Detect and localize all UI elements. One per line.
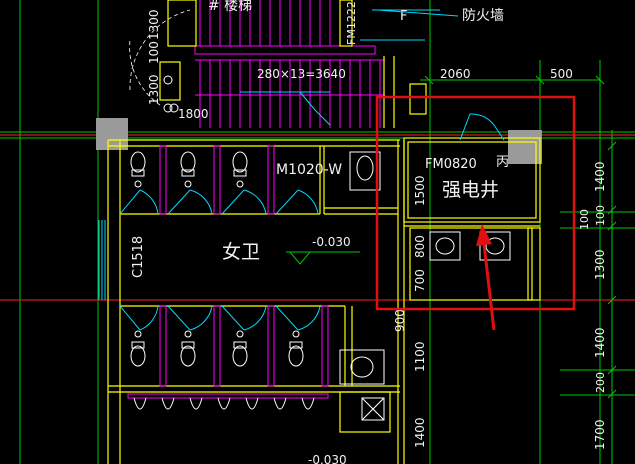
electric-shaft-walls bbox=[403, 137, 541, 301]
elevation-label-1: -0.030 bbox=[312, 235, 351, 249]
dim-ticks-top bbox=[424, 75, 605, 85]
stair-treads bbox=[194, 45, 385, 128]
dim-right-200: 200 bbox=[594, 372, 607, 393]
door-swings-top bbox=[119, 189, 319, 215]
dim-mid-800: 800 bbox=[413, 235, 427, 258]
dim-mid-900: 900 bbox=[393, 309, 407, 332]
elevation-label-2: -0.030 bbox=[308, 453, 347, 464]
toilet-top-3 bbox=[232, 151, 248, 188]
toilet-bottom-4 bbox=[288, 330, 304, 367]
door-label-m1020: M1020-W bbox=[276, 162, 342, 178]
shaft-door-swing bbox=[459, 113, 505, 141]
window-label: C1518 bbox=[131, 236, 146, 278]
dim-ticks-right bbox=[607, 141, 617, 399]
door-swings-bottom bbox=[119, 305, 321, 331]
dim-right-1400a: 1400 bbox=[593, 161, 607, 192]
dim-mid-1500: 1500 bbox=[413, 175, 427, 206]
door-label-fm0820: FM0820 bbox=[425, 157, 477, 172]
room-label-electric: 强电井 bbox=[442, 179, 499, 201]
urinal-row bbox=[127, 393, 329, 399]
fm-tag: FM1222 bbox=[345, 1, 358, 45]
dim-left-100: 100 bbox=[147, 41, 161, 64]
dim-right-1300: 1300 bbox=[593, 249, 607, 280]
column-right bbox=[508, 130, 542, 164]
stair-risers-left bbox=[199, 0, 331, 46]
highlight-arrow bbox=[476, 224, 496, 331]
toilet-bottom-1 bbox=[130, 330, 146, 367]
stair-walls bbox=[159, 0, 427, 128]
highlight-box bbox=[375, 95, 576, 311]
toilet-bottom-3 bbox=[232, 330, 248, 367]
window-c1518 bbox=[98, 220, 106, 300]
column-left bbox=[96, 118, 128, 150]
dim-mid-1100: 1100 bbox=[413, 341, 427, 372]
toilet-top-2 bbox=[180, 151, 196, 188]
stair-label: # 楼梯 bbox=[208, 0, 252, 14]
dim-right-1700: 1700 bbox=[593, 419, 607, 450]
dim-left-1300b: 1300 bbox=[147, 74, 161, 105]
toilet-bottom-2 bbox=[180, 330, 196, 367]
dashed-arc bbox=[129, 9, 191, 106]
urinals bbox=[133, 397, 315, 410]
label-x: F bbox=[400, 9, 407, 24]
dim-left-1800: 1800 bbox=[178, 107, 209, 121]
firewall-leader bbox=[377, 9, 459, 17]
dim-right-1400b: 1400 bbox=[593, 327, 607, 358]
dim-top-500: 500 bbox=[550, 67, 573, 81]
basin-mid bbox=[339, 151, 385, 421]
dim-left-1300a: 1300 bbox=[147, 9, 161, 40]
fm-class-label: 丙 bbox=[496, 155, 509, 170]
dim-mid-100: 100 bbox=[578, 209, 591, 230]
stair-stub-circles bbox=[163, 75, 179, 113]
stair-dimension: 280×13=3640 bbox=[257, 67, 346, 81]
dim-right-100: 100 bbox=[594, 205, 607, 226]
room-label-women: 女卫 bbox=[222, 241, 260, 263]
shaft-basins bbox=[429, 231, 511, 261]
elevation-marker-1 bbox=[286, 251, 360, 265]
firewall-label: 防火墙 bbox=[462, 8, 504, 24]
toilet-top-1 bbox=[130, 151, 146, 188]
stall-partitions-top bbox=[159, 145, 275, 215]
restroom-walls bbox=[107, 139, 405, 464]
dim-mid-1400: 1400 bbox=[413, 417, 427, 448]
stall-partitions-bottom bbox=[159, 305, 329, 387]
dim-top-2060: 2060 bbox=[440, 67, 471, 81]
dim-mid-700: 700 bbox=[413, 269, 427, 292]
